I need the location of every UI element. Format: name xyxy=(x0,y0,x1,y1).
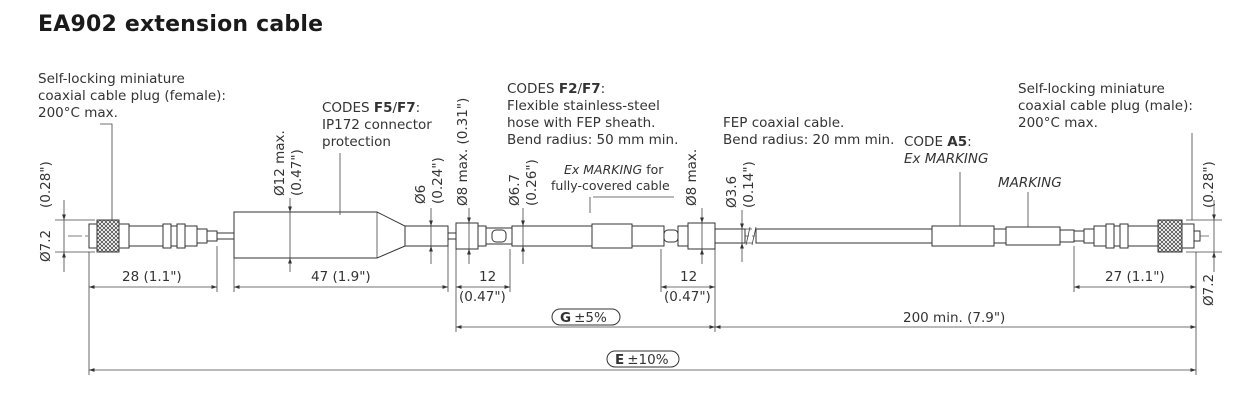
marking-label: MARKING xyxy=(998,175,1062,191)
dia-left-label: Ø7.2 xyxy=(38,230,54,262)
connector-protection-sleeve xyxy=(233,211,449,259)
ex-marking-covered-line-2: fully-covered cable xyxy=(551,178,670,193)
codes-f2-f7-line-3: Bend radius: 50 mm min. xyxy=(507,132,678,148)
flexible-hose xyxy=(455,222,716,250)
len12-right-label: 12 xyxy=(680,269,697,285)
codes-f2-f7-line-2: hose with FEP sheath. xyxy=(507,115,655,131)
g-tolerance-label: G±5% xyxy=(560,310,607,326)
codes-f5-f7-line-1: IP172 connector xyxy=(322,117,432,133)
leader-lines xyxy=(100,123,1193,227)
dia8-left-label: Ø8 max. (0.31") xyxy=(455,98,471,206)
len200-label: 200 min. (7.9") xyxy=(903,310,1005,326)
codes-f5-f7-line-2: protection xyxy=(322,134,391,150)
codes-f5-f7-heading: CODES F5/F7: xyxy=(322,100,420,116)
dia6-inch-label: (0.24") xyxy=(430,157,446,204)
dia67-label: Ø6.7 xyxy=(507,174,523,206)
marking-band xyxy=(1005,226,1061,246)
plug-male-line-2: coaxial cable plug (male): xyxy=(1018,98,1193,114)
code-a5-heading: CODE A5: xyxy=(904,134,972,150)
plug-female-line-3: 200°C max. xyxy=(38,105,118,121)
plug-male xyxy=(1073,219,1201,253)
leader-plug-female xyxy=(100,123,113,220)
fep-cable xyxy=(714,225,1075,247)
len28-label: 28 (1.1") xyxy=(122,269,182,285)
dia67-inch-label: (0.26") xyxy=(524,159,540,206)
cable-assembly xyxy=(68,211,1210,259)
dia-left-inch-label: (0.28") xyxy=(38,161,54,208)
len12-left-inch-label: (0.47") xyxy=(459,289,506,305)
dia6-label: Ø6 xyxy=(413,185,429,204)
dimension-texts: Ø7.2 (0.28") Ø12 max. (0.47") Ø6 (0.24")… xyxy=(38,98,1217,368)
len12-right-inch-label: (0.47") xyxy=(664,289,711,305)
diameter-dimensions xyxy=(55,198,1222,272)
plug-male-line-3: 200°C max. xyxy=(1018,115,1098,131)
cable-segment xyxy=(216,232,235,240)
len12-left-label: 12 xyxy=(479,269,496,285)
fep-cable-line-2: Bend radius: 20 mm min. xyxy=(723,132,894,148)
len27-label: 27 (1.1") xyxy=(1105,269,1165,285)
e-tolerance-frame xyxy=(606,350,680,368)
plug-female xyxy=(88,219,218,253)
dia12-inch-label: (0.47") xyxy=(289,149,305,196)
g-tolerance-frame xyxy=(551,308,621,326)
code-a5-line: Ex MARKING xyxy=(904,151,988,167)
dia36-inch-label: (0.14") xyxy=(741,161,757,208)
ex-marking-covered-line-1: Ex MARKING for xyxy=(564,162,664,177)
dia-right-inch-label: (0.28") xyxy=(1201,161,1217,208)
plug-female-line-1: Self-locking miniature xyxy=(38,71,185,87)
codes-f2-f7-heading: CODES F2/F7: xyxy=(507,81,605,97)
dia8-right-label: Ø8 max. xyxy=(684,149,700,206)
codes-f2-f7-line-1: Flexible stainless-steel xyxy=(507,98,660,114)
len47-label: 47 (1.9") xyxy=(311,269,371,285)
length-dimensions xyxy=(88,246,1197,375)
plug-male-line-1: Self-locking miniature xyxy=(1018,81,1165,97)
e-tolerance-label: E±10% xyxy=(615,352,669,368)
callout-texts: Self-locking miniature coaxial cable plu… xyxy=(38,71,1193,193)
dia36-label: Ø3.6 xyxy=(724,176,740,208)
dia12-label: Ø12 max. xyxy=(272,130,288,196)
plug-female-line-2: coaxial cable plug (female): xyxy=(38,88,226,104)
ex-marking-band xyxy=(931,225,995,247)
page-title: EA902 extension cable xyxy=(38,12,324,37)
fep-cable-line-1: FEP coaxial cable. xyxy=(723,115,844,131)
dia-right-label: Ø7.2 xyxy=(1201,274,1217,306)
ex-marking-band-covered xyxy=(591,223,633,249)
